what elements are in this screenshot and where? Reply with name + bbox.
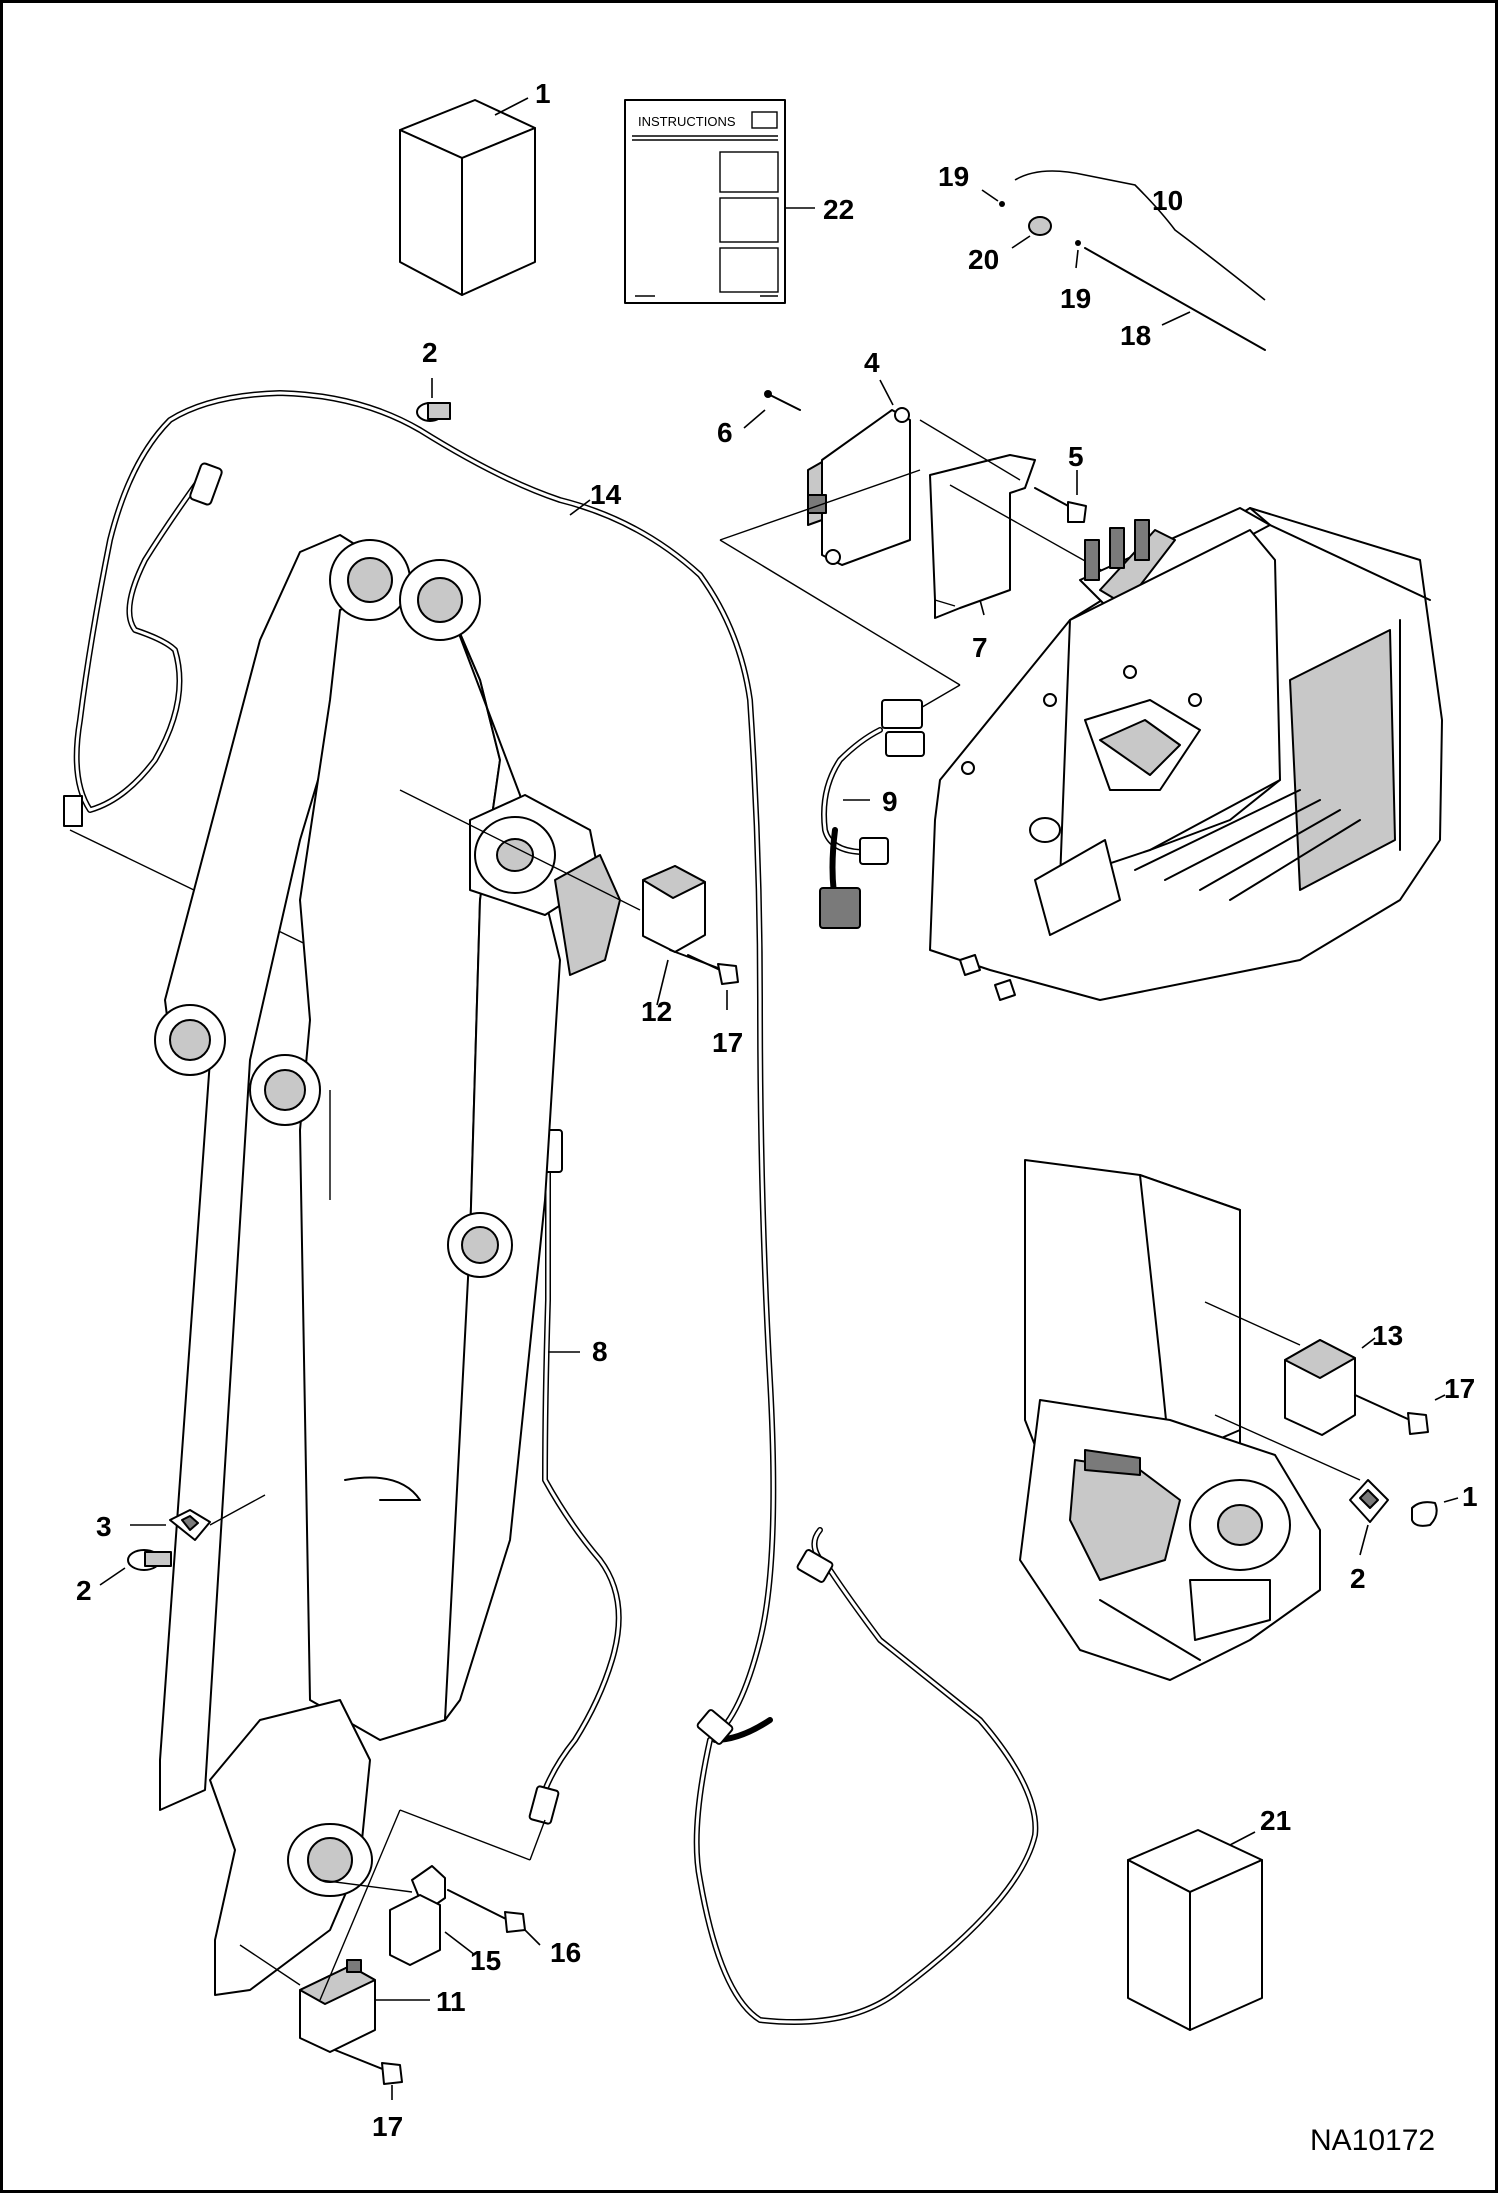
callout-15: 15 [470, 1945, 501, 1976]
machine-frame [929, 507, 1443, 1001]
callout-labels: 1 22 19 10 20 19 18 2 4 6 5 14 7 9 12 17… [76, 78, 1478, 2142]
bolt-item-17-a [687, 954, 739, 985]
controller-item-4 [807, 407, 911, 566]
clamp-item-2-top [416, 402, 451, 422]
callout-14: 14 [590, 479, 622, 510]
clamp-item-2-left [127, 1549, 172, 1571]
callout-6: 6 [717, 417, 733, 448]
callout-13: 13 [1372, 1320, 1403, 1351]
bolt-item-5 [1034, 487, 1087, 523]
callout-21: 21 [1260, 1805, 1291, 1836]
callout-4: 4 [864, 347, 880, 378]
callout-2: 2 [422, 337, 438, 368]
cable-harness-9 [819, 699, 925, 929]
callout-1: 1 [535, 78, 551, 109]
pin-kit [999, 170, 1266, 351]
callout-18: 18 [1120, 320, 1151, 351]
bracket-item-15 [389, 1865, 446, 1966]
bolt-item-16 [447, 1889, 526, 1933]
instructions-sheet: INSTRUCTIONS [624, 99, 786, 304]
box-item-21 [1127, 1829, 1263, 2031]
callout-11: 11 [436, 1986, 466, 2017]
callout-3: 3 [96, 1511, 112, 1542]
callout-1: 1 [1462, 1481, 1478, 1512]
sensor-item-12 [642, 865, 719, 969]
boom-arm [154, 534, 621, 1996]
sensor-item-13 [1284, 1339, 1356, 1436]
callout-19: 19 [938, 161, 969, 192]
clamp-item-1-right [1411, 1501, 1438, 1527]
cable-harness-14 [63, 390, 1039, 2025]
callout-17: 17 [712, 1027, 743, 1058]
callout-17: 17 [372, 2111, 403, 2142]
callout-16: 16 [550, 1937, 581, 1968]
box-item-1 [399, 99, 536, 296]
callout-2: 2 [1350, 1563, 1366, 1594]
mount-item-2-right [1349, 1479, 1389, 1523]
callout-2: 2 [76, 1575, 92, 1606]
callout-10: 10 [1152, 185, 1183, 216]
bolt-item-17-c [334, 2049, 403, 2085]
lower-right-mount [1019, 1159, 1321, 1681]
callout-17: 17 [1444, 1373, 1475, 1404]
bolt-item-17-b [1354, 1394, 1429, 1435]
instructions-title: INSTRUCTIONS [638, 114, 736, 129]
callout-12: 12 [641, 996, 672, 1027]
mount-item-3-left [169, 1509, 211, 1541]
callout-22: 22 [823, 194, 854, 225]
screw-item-6 [764, 390, 801, 411]
callout-9: 9 [882, 786, 898, 817]
bracket-item-7 [929, 454, 1036, 619]
reference-code: NA10172 [1310, 2124, 1435, 2157]
callout-19: 19 [1060, 283, 1091, 314]
callout-20: 20 [968, 244, 999, 275]
sensor-item-11 [299, 1959, 376, 2053]
callout-7: 7 [972, 632, 988, 663]
callout-5: 5 [1068, 441, 1084, 472]
callout-8: 8 [592, 1336, 608, 1367]
